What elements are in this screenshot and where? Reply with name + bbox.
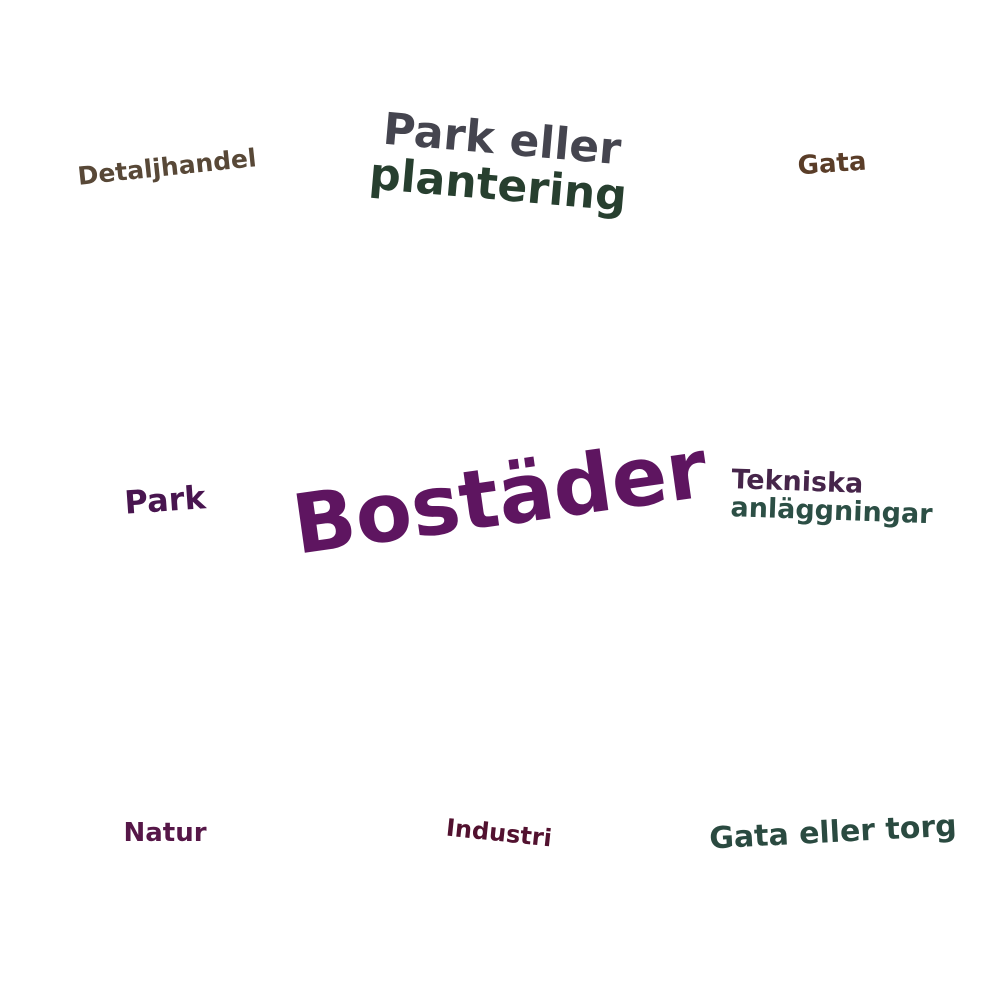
word-natur: Natur (123, 818, 207, 848)
word-anlaggningar: anläggningar (729, 492, 934, 531)
word-gata: Gata (796, 146, 868, 182)
word-park-eller-plantering: Park eller plantering (367, 104, 632, 222)
word-bostader: Bostäder (286, 421, 713, 574)
word-industri: Industri (444, 813, 554, 853)
word-gata-eller-torg: Gata eller torg (708, 808, 958, 857)
word-tekniska-anlaggningar: Tekniska anläggningar (729, 464, 934, 531)
word-detaljhandel: Detaljhandel (76, 143, 258, 191)
word-park: Park (123, 478, 207, 522)
